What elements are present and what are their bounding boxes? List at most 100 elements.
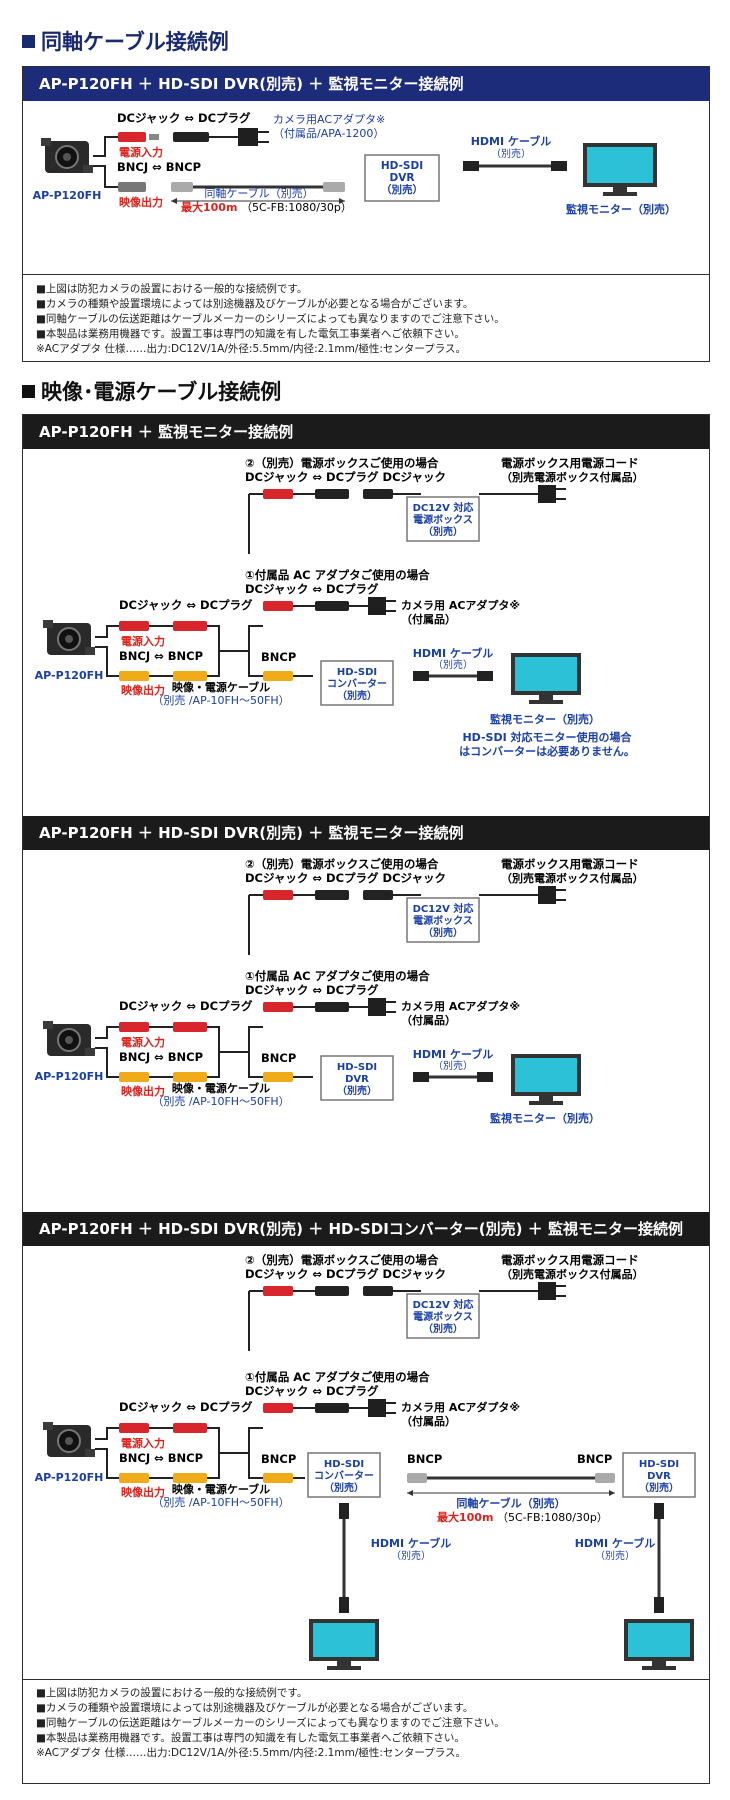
red-dc-jack-icon: [263, 601, 293, 611]
panel-c-bar: AP-P120FH ＋ HD-SDI DVR(別売) ＋ HD-SDIコンバータ…: [23, 1212, 709, 1246]
dc-plug-icon: [173, 132, 209, 142]
av-cable-label: 映像・電源ケーブル: [172, 680, 270, 694]
hdmi-sublabel: （別売）: [433, 1059, 473, 1072]
dvr-box-label: HD-SDI: [337, 1062, 377, 1073]
red-dc-jack-icon: [119, 621, 149, 631]
case2-title: ②（別売）電源ボックスご使用の場合: [245, 1253, 439, 1267]
hdmi-sublabel: （別売）: [391, 1549, 431, 1562]
converter-box-label: HD-SDI: [324, 1459, 364, 1470]
dvr-box-label: DVR: [647, 1471, 671, 1482]
bnc-jack-icon: [118, 182, 146, 192]
hdmi-label: HDMI ケーブル: [413, 1047, 494, 1061]
dc-jack-icon: [363, 489, 393, 499]
dc-connector-label: DCジャック ⇔ DCプラグ: [119, 1400, 253, 1414]
dc-plug-icon: [315, 1286, 349, 1296]
note-line: ■同軸ケーブルの伝送距離はケーブルメーカーのシリーズによっても異なりますのでご注…: [36, 313, 505, 325]
case1-connectors: DCジャック ⇔ DCプラグ: [245, 1384, 379, 1398]
hdmi-plug-icon: [413, 671, 429, 681]
power-box: [406, 1293, 480, 1339]
section1-diagram: AP-P120FH DCジャック ⇔ DCプラグ 電源入力 BNCJ ⇔ BNC…: [33, 111, 676, 216]
power-box-label: （別売）: [423, 926, 463, 939]
power-box: [406, 496, 480, 542]
power-box-label: 電源ボックス: [413, 914, 473, 927]
yellow-bnc-jack-icon: [119, 1473, 149, 1483]
note-line: ■同軸ケーブルの伝送距離はケーブルメーカーのシリーズによっても異なりますのでご注…: [36, 1717, 505, 1729]
ac-adapter-icon: [368, 597, 386, 615]
section2-frame: [22, 414, 710, 1784]
converter-note: HD-SDI 対応モニター使用の場合: [462, 730, 632, 744]
dvr-box-label: （別売）: [639, 1481, 679, 1494]
note-line: ※ACアダプタ 仕様……出力:DC12V/1A/外径:5.5mm/内径:2.1m…: [36, 343, 467, 355]
monitor-label: 監視モニター（別売）: [490, 712, 600, 726]
yellow-bnc-jack-icon: [119, 671, 149, 681]
bncp-label: BNCP: [261, 1051, 296, 1065]
red-dc-jack-icon: [263, 1403, 293, 1413]
converter-box: [320, 660, 394, 706]
case2-title: ②（別売）電源ボックスご使用の場合: [245, 857, 439, 871]
monitor-icon: [309, 1619, 379, 1670]
cord-sublabel: （別売電源ボックス付属品）: [501, 1267, 644, 1281]
cable-bracket: [248, 625, 263, 677]
coax-label: 同軸ケーブル（別売）: [204, 186, 313, 200]
cord-label: 電源ボックス用電源コード: [501, 456, 639, 470]
dvr-box: [622, 1452, 696, 1498]
yellow-bnc-plug-icon: [173, 671, 207, 681]
monitor-icon: [583, 143, 657, 196]
camera-wire: [95, 1427, 119, 1440]
camera-icon: [43, 1021, 95, 1056]
panel-b-bar: AP-P120FH ＋ HD-SDI DVR(別売) ＋ 監視モニター接続例: [23, 816, 709, 850]
power-in-label: 電源入力: [121, 1436, 165, 1450]
bnc-plug-icon: [171, 182, 193, 192]
power-box: [406, 897, 480, 943]
cable-bracket: [207, 1026, 220, 1078]
bnc-connector-label: BNCJ ⇔ BNCP: [119, 1050, 203, 1064]
cable-bracket: [207, 1427, 220, 1479]
monitor-label: 監視モニター（別売）: [490, 1111, 600, 1125]
dc-plug-icon: [315, 1403, 349, 1413]
av-cable-label: 映像・電源ケーブル: [172, 1482, 270, 1496]
bnc-plug-icon: [407, 1473, 427, 1483]
power-box-label: DC12V 対応: [413, 1298, 474, 1311]
note-line: ※ACアダプタ 仕様……出力:DC12V/1A/外径:5.5mm/内径:2.1m…: [36, 1747, 467, 1759]
dvr-box-label: HD-SDI: [639, 1459, 679, 1470]
camera-icon: [43, 620, 95, 655]
camera-wire: [95, 1448, 119, 1479]
note-line: ■カメラの種類や設置環境によっては別途機器及びケーブルが必要となる場合がございま…: [36, 298, 474, 310]
section1-title: 同軸ケーブル接続例: [22, 26, 229, 56]
cord-label: 電源ボックス用電源コード: [501, 1253, 639, 1267]
section2-title: 映像･電源ケーブル接続例: [22, 376, 281, 406]
adapter-label: カメラ用 ACアダプタ※: [401, 598, 520, 612]
section1-notes-divider: [23, 274, 709, 275]
yellow-bnc-plug-icon: [263, 1473, 293, 1483]
red-dc-jack-icon: [263, 1286, 293, 1296]
av-cable-sublabel: （別売 /AP-10FH〜50FH）: [152, 694, 289, 707]
power-box-label: 電源ボックス: [413, 513, 473, 526]
yellow-bnc-plug-icon: [173, 1072, 207, 1082]
coax-label: 同軸ケーブル（別売）: [456, 1496, 565, 1510]
note-line: ■上図は防犯カメラの設置における一般的な接続例です。: [36, 1687, 308, 1699]
adapter-sublabel: （付属品/APA-1200）: [273, 127, 384, 140]
video-out-label: 映像出力: [119, 195, 163, 209]
monitor-icon: [624, 1619, 694, 1670]
converter-box: [307, 1452, 381, 1498]
case2-connectors: DCジャック ⇔ DCプラグ DCジャック: [245, 871, 446, 885]
coax-max-length: 最大100m: [437, 1510, 493, 1524]
cable-bracket: [248, 1427, 263, 1479]
yellow-bnc-plug-icon: [173, 1473, 207, 1483]
dvr-label-3: （別売）: [381, 183, 423, 196]
cord-label: 電源ボックス用電源コード: [501, 857, 639, 871]
dc-jack-icon: [363, 1286, 393, 1296]
ac-adapter-icon: [538, 485, 556, 503]
case1-title: ①付属品 AC アダプタご使用の場合: [245, 1370, 430, 1384]
av-cable-label: 映像・電源ケーブル: [172, 1081, 270, 1095]
red-dc-jack-icon: [263, 890, 293, 900]
camera-wire: [95, 1047, 119, 1078]
yellow-bnc-jack-icon: [119, 1072, 149, 1082]
case1-title: ①付属品 AC アダプタご使用の場合: [245, 969, 430, 983]
monitor-label: 監視モニター（別売）: [566, 202, 676, 216]
dc-connector-label: DCジャック ⇔ DCプラグ: [117, 111, 251, 125]
yellow-bnc-plug-icon: [263, 1072, 293, 1082]
power-in-label: 電源入力: [119, 145, 163, 159]
